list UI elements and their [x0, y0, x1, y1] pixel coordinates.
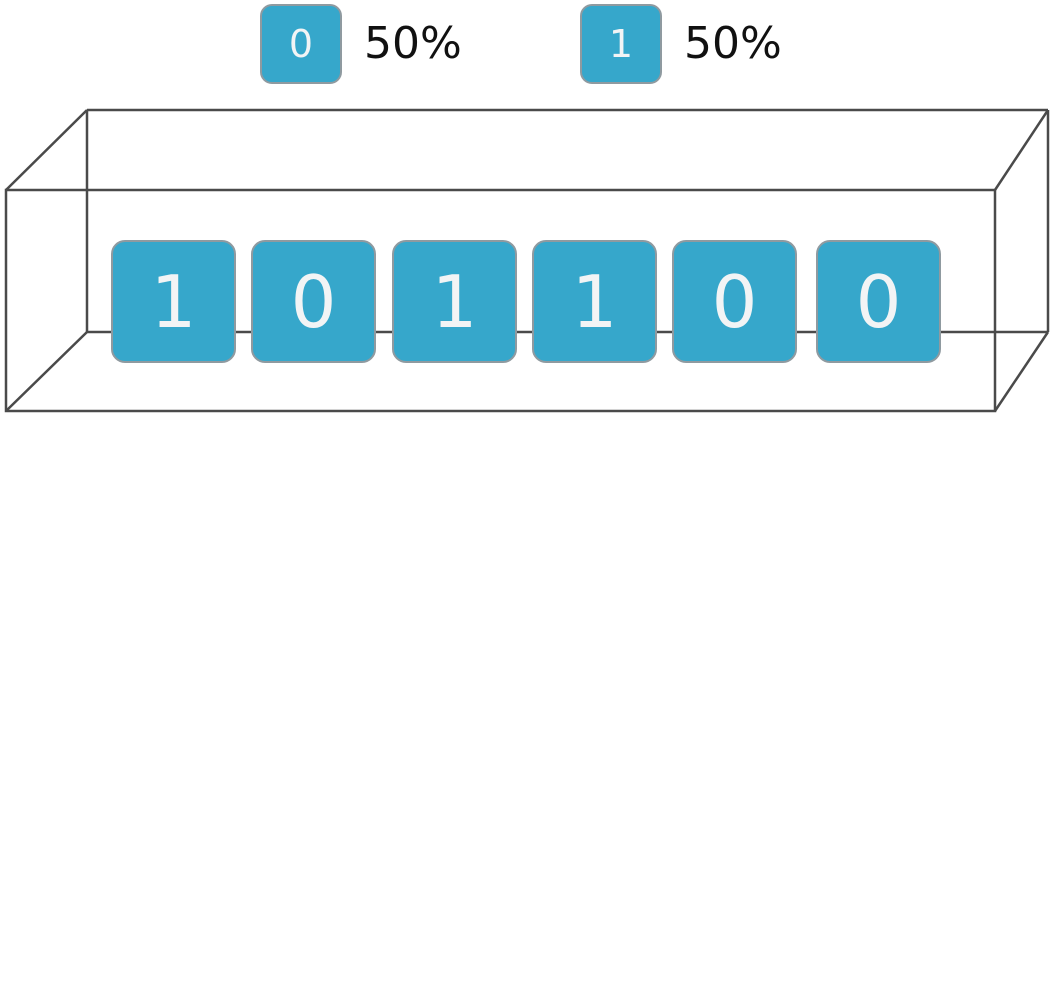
legend-tile-zero: 0 — [260, 4, 342, 84]
legend-symbol: 0 — [288, 22, 314, 66]
bit-value: 0 — [855, 259, 902, 344]
legend-tile-one: 1 — [580, 4, 662, 84]
bit-value: 1 — [571, 259, 618, 344]
bit-tile-5: 0 — [672, 240, 797, 363]
bit-value: 1 — [150, 259, 197, 344]
legend-percent-zero: 50% — [364, 18, 462, 69]
bit-value: 1 — [431, 259, 478, 344]
legend-percent-one: 50% — [684, 18, 782, 69]
bit-tile-4: 1 — [532, 240, 657, 363]
bit-tile-3: 1 — [392, 240, 517, 363]
legend-symbol: 1 — [608, 22, 634, 66]
bit-value: 0 — [711, 259, 758, 344]
bit-tile-6: 0 — [816, 240, 941, 363]
box-front-edges — [4, 188, 997, 413]
bit-tile-2: 0 — [251, 240, 376, 363]
bit-value: 0 — [290, 259, 337, 344]
bit-tile-1: 1 — [111, 240, 236, 363]
